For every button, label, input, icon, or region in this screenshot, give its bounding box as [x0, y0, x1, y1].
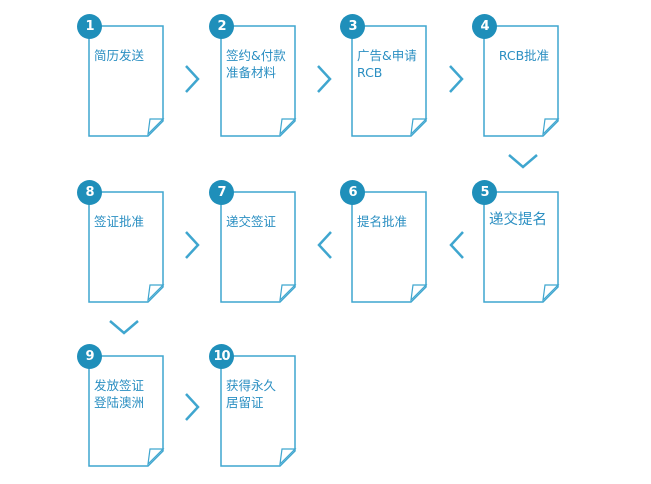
page-outline-icon: [351, 191, 428, 303]
step-label: 签约&付款 准备材料: [226, 48, 286, 80]
step-label: 获得永久 居留证: [226, 378, 277, 410]
page-outline-icon: [220, 25, 297, 137]
page-outline-icon: [483, 25, 560, 137]
step-number-badge: 2: [209, 14, 234, 39]
step-label: 签证批准: [94, 214, 145, 229]
arrow-down-icon: [508, 154, 538, 169]
arrow-right-icon: [449, 65, 464, 93]
step-number-badge: 4: [472, 14, 497, 39]
step-label: RCB批准: [498, 48, 550, 63]
step-card-8: 8 签证批准: [77, 180, 168, 303]
step-card-3: 3 广告&申请 RCB: [340, 14, 431, 137]
step-label: 递交签证: [226, 214, 277, 229]
step-card-7: 7 递交签证: [209, 180, 300, 303]
step-number-badge: 8: [77, 180, 102, 205]
step-card-1: 1 简历发送: [77, 14, 168, 137]
page-outline-icon: [88, 355, 165, 467]
page-outline-icon: [483, 191, 560, 303]
step-number-badge: 6: [340, 180, 365, 205]
arrow-right-icon: [317, 65, 332, 93]
step-number-badge: 9: [77, 344, 102, 369]
page-outline-icon: [88, 25, 165, 137]
step-label: 广告&申请 RCB: [357, 48, 417, 80]
step-card-4: 4 RCB批准: [472, 14, 563, 137]
step-label: 提名批准: [357, 214, 408, 229]
page-outline-icon: [88, 191, 165, 303]
step-label: 发放签证 登陆澳洲: [94, 378, 145, 410]
step-number-badge: 1: [77, 14, 102, 39]
arrow-right-icon: [185, 65, 200, 93]
page-outline-icon: [220, 355, 297, 467]
step-number-badge: 5: [472, 180, 497, 205]
step-number-badge: 3: [340, 14, 365, 39]
arrow-right-icon: [185, 393, 200, 421]
step-label: 简历发送: [94, 48, 145, 63]
arrow-down-icon: [109, 320, 139, 335]
step-card-6: 6 提名批准: [340, 180, 431, 303]
arrow-left-icon: [317, 231, 332, 259]
arrow-right-icon: [185, 231, 200, 259]
step-number-badge: 10: [209, 344, 234, 369]
page-outline-icon: [220, 191, 297, 303]
step-card-2: 2 签约&付款 准备材料: [209, 14, 300, 137]
step-card-9: 9 发放签证 登陆澳洲: [77, 344, 168, 467]
arrow-left-icon: [449, 231, 464, 259]
step-card-10: 10 获得永久 居留证: [209, 344, 300, 467]
step-card-5: 5 递交提名: [472, 180, 563, 303]
page-outline-icon: [351, 25, 428, 137]
step-number-badge: 7: [209, 180, 234, 205]
step-label: 递交提名: [489, 212, 547, 228]
